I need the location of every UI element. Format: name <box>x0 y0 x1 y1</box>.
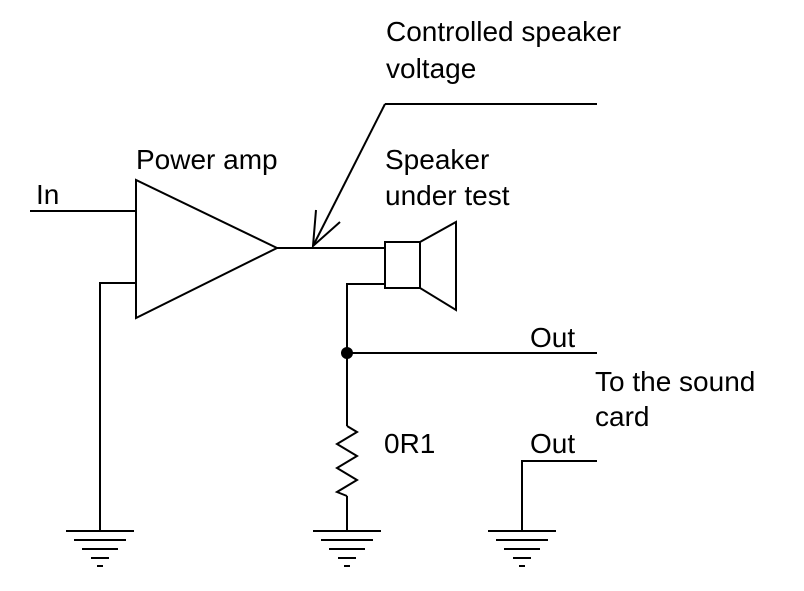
resistor-0r1 <box>334 425 359 497</box>
label-controlled-voltage-2: voltage <box>386 53 476 84</box>
speaker-cone <box>419 220 457 312</box>
label-controlled-voltage-1: Controlled speaker <box>386 16 621 47</box>
label-resistor: 0R1 <box>384 428 435 459</box>
label-speaker-1: Speaker <box>385 144 489 175</box>
speaker-magnet <box>384 241 421 289</box>
label-out-top: Out <box>530 322 575 353</box>
label-sound-card-2: card <box>595 401 649 432</box>
controlled-voltage-arrow-shaft <box>312 103 386 247</box>
ground-icon-out <box>488 530 556 567</box>
label-out-bottom: Out <box>530 428 575 459</box>
amp-ground-wire <box>99 282 136 531</box>
ground-icon-resistor <box>313 530 381 567</box>
speaker-return-wire <box>346 283 385 426</box>
label-speaker-2: under test <box>385 180 510 211</box>
out-bottom-wire <box>521 460 597 531</box>
label-in: In <box>36 179 59 210</box>
arrowhead-icon <box>311 209 341 249</box>
label-sound-card-1: To the sound <box>595 366 755 397</box>
ground-icon-amp <box>66 530 134 567</box>
power-amp-triangle <box>135 178 280 320</box>
label-power-amp: Power amp <box>136 144 278 175</box>
